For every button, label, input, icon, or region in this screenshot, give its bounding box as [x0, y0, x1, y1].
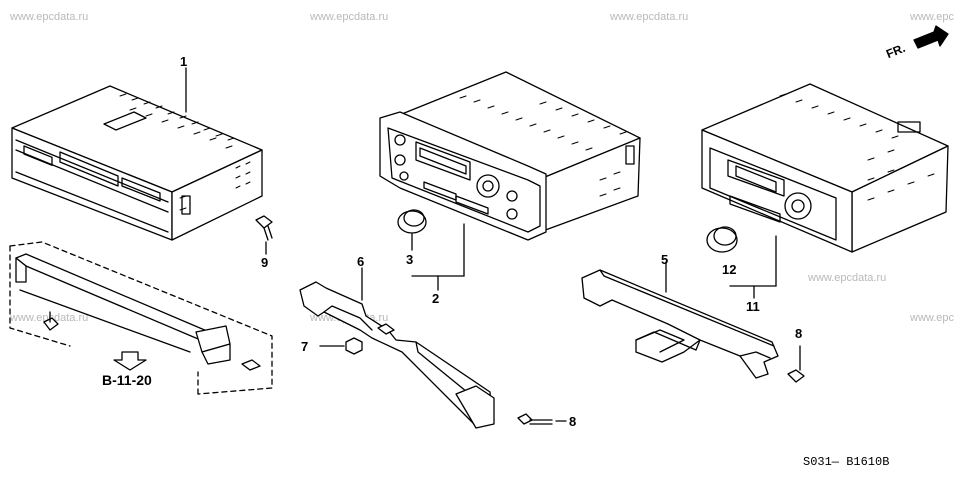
callout-9: 9 [261, 255, 269, 270]
bolt-8-lower [518, 414, 566, 424]
watermark: www.epcdata.ru [808, 272, 887, 284]
bracket-reference-group [10, 242, 272, 394]
callout-8-right: 8 [795, 326, 803, 341]
reference-label: B-11-20 [102, 372, 152, 388]
bracket-6 [300, 268, 494, 428]
head-unit-center [380, 72, 640, 290]
diagram-code: S031— B1610B [803, 455, 890, 469]
watermark: www.epcdata.ru [10, 312, 89, 324]
audio-unit-left [12, 68, 262, 240]
callout-12: 12 [722, 262, 737, 277]
callout-5: 5 [661, 252, 669, 267]
watermark: www.epc [910, 11, 955, 23]
callout-8-lower: 8 [569, 414, 577, 429]
bolt-8-right [788, 346, 804, 382]
front-direction-arrow [914, 26, 948, 48]
head-unit-right [702, 84, 948, 298]
bracket-5 [582, 262, 778, 378]
callout-7: 7 [301, 339, 309, 354]
callout-2: 2 [432, 291, 440, 306]
bolt-9 [256, 216, 272, 254]
watermark: www.epcdata.ru [310, 11, 389, 23]
callout-3: 3 [406, 252, 414, 267]
watermark: www.epcdata.ru [610, 11, 689, 23]
callout-11: 11 [746, 299, 760, 314]
nut-7 [320, 338, 362, 354]
callout-1: 1 [180, 54, 188, 69]
watermark: www.epc [910, 312, 955, 324]
watermark: www.epcdata.ru [10, 11, 89, 23]
callout-6: 6 [357, 254, 365, 269]
